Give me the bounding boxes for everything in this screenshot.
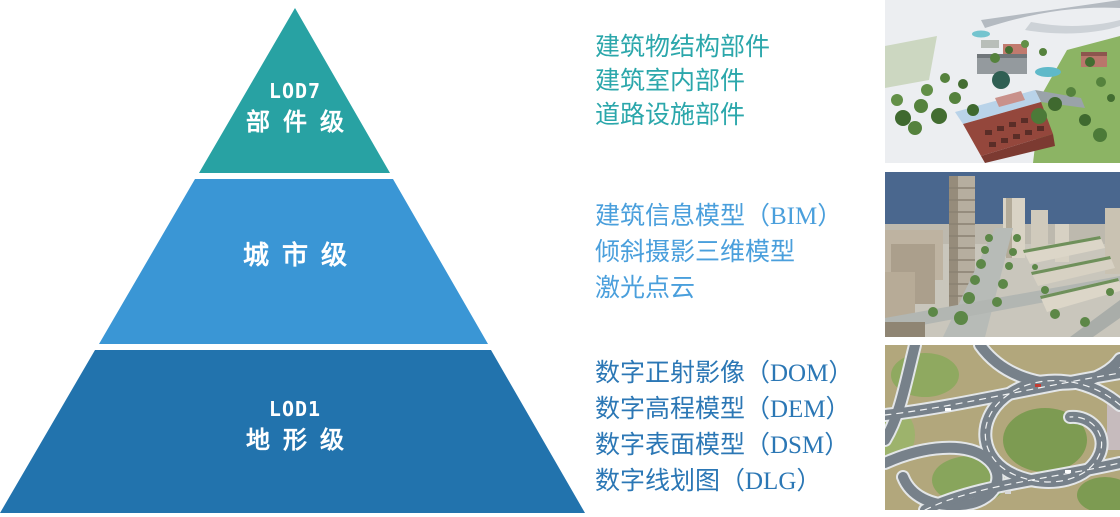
annotation-line: 倾斜摄影三维模型 — [595, 239, 796, 266]
annotation-city-level: 建筑信息模型（BIM） 倾斜摄影三维模型 激光点云 — [595, 199, 842, 307]
level-code-lod7: LOD7 — [268, 79, 322, 103]
pyramid-label-component: LOD7 部件级 — [0, 76, 590, 140]
annotation-line: 建筑信息模型（BIM） — [595, 203, 843, 230]
annotation-line: 建筑室内部件 — [595, 68, 746, 95]
trees — [891, 40, 1115, 142]
annotation-line: 数字表面模型（DSM） — [595, 432, 850, 459]
level-code-lod1: LOD1 — [268, 397, 322, 421]
pyramid-level-terrain — [0, 350, 585, 513]
annotation-component-level: 建筑物结构部件 建筑室内部件 道路设施部件 — [595, 31, 770, 133]
pyramid-label-city: 城市级 — [0, 238, 590, 272]
pyramid-level-component — [199, 8, 390, 173]
annotation-line: 道路设施部件 — [595, 102, 746, 129]
street-trees — [928, 234, 1114, 327]
vehicles — [945, 384, 1071, 494]
annotation-line: 建筑物结构部件 — [595, 34, 771, 61]
annotation-line: 数字正射影像（DOM） — [595, 360, 854, 387]
pyramid-level-city — [99, 179, 488, 344]
component-level-photo — [885, 0, 1120, 163]
level-name-component: 部件级 — [246, 109, 357, 136]
pyramid-label-terrain: LOD1 地形级 — [0, 394, 590, 458]
level-name-city: 城市级 — [242, 240, 360, 270]
terrain-level-photo — [885, 345, 1120, 510]
city-level-photo — [885, 172, 1120, 337]
annotation-line: 激光点云 — [595, 275, 696, 302]
annotation-line: 数字高程模型（DEM） — [595, 396, 851, 423]
level-name-terrain: 地形级 — [246, 427, 357, 454]
annotation-terrain-level: 数字正射影像（DOM） 数字高程模型（DEM） 数字表面模型（DSM） 数字线划… — [595, 356, 853, 500]
pyramid — [0, 8, 585, 513]
annotation-line: 数字线划图（DLG） — [595, 468, 822, 495]
